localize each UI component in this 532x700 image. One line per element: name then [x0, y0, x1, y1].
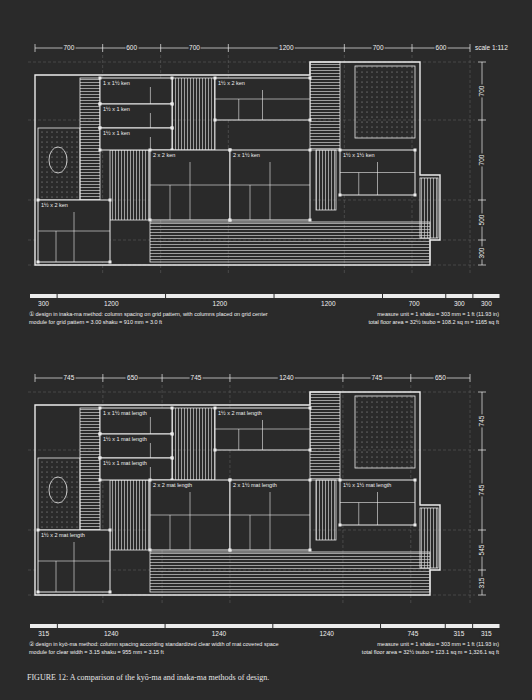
- dimension: 545: [478, 544, 485, 557]
- dimension: 745: [190, 374, 203, 381]
- dimension: 745: [370, 374, 383, 381]
- room-label: 1½ x 1 ken: [102, 130, 131, 136]
- plan-note: ① design in inaka-ma method: column spac…: [28, 311, 269, 317]
- dimension: 315: [478, 576, 485, 589]
- dimension: 600: [125, 44, 138, 51]
- room-label: 1 x 1½ ken: [102, 80, 131, 86]
- dimension: 700: [478, 85, 485, 98]
- plan-note: total floor area = 32½ tsubo = 108.2 sq …: [367, 319, 500, 325]
- dimension: scale 1:112: [474, 44, 509, 51]
- room-label: 1½ x 1½ ken: [342, 152, 376, 158]
- room-label: 1 x 1½ mat length: [102, 410, 148, 416]
- dimension: 1200: [103, 300, 119, 307]
- plan-note: measure unit = 1 shaku = 303 mm = 1 ft (…: [376, 311, 500, 317]
- room-label: 1½ x 2 ken: [217, 80, 246, 86]
- dimension: 700: [62, 44, 75, 51]
- room-label: 1½ x 1½ mat length: [342, 482, 392, 488]
- dimension: 650: [126, 374, 139, 381]
- dimension: 300: [480, 300, 493, 307]
- dimension: 315: [480, 630, 493, 637]
- dimension: 600: [435, 44, 448, 51]
- dimension: 1240: [278, 374, 294, 381]
- dimension: 1200: [212, 300, 228, 307]
- dimension: 700: [372, 44, 385, 51]
- plan-note: module for grid pattern = 3.00 shaku = 9…: [28, 319, 163, 325]
- dimension: 1200: [278, 44, 294, 51]
- plan-note: module for clear width = 3.15 shaku = 95…: [28, 649, 165, 655]
- dimension: 650: [434, 374, 447, 381]
- room-label: 2 x 2 ken: [152, 152, 176, 158]
- dimension: 700: [478, 154, 485, 167]
- dimension: 1240: [103, 630, 119, 637]
- room-label: 1½ x 1 mat length: [102, 436, 148, 442]
- dimension: 700: [188, 44, 201, 51]
- dimension: 500: [478, 214, 485, 227]
- dimension: 700: [408, 300, 421, 307]
- room-label: 1½ x 2 ken: [40, 202, 69, 208]
- plan-note: total floor area = 32½ tsubo = 123.1 sq …: [361, 649, 500, 655]
- dimension: 300: [37, 300, 50, 307]
- figure-caption: FIGURE 12: A comparison of the kyō-ma an…: [26, 674, 270, 683]
- room-label: 1½ x 1 mat length: [102, 460, 148, 466]
- room-label: 1½ x 2 mat length: [40, 532, 86, 538]
- dimension: 745: [478, 415, 485, 428]
- dimension: 1240: [211, 630, 227, 637]
- room-label: 2 x 2 mat length: [152, 482, 193, 488]
- dimension: 300: [453, 300, 466, 307]
- dimension: 315: [37, 630, 50, 637]
- plan-note: ② design in kyō-ma method: column spacin…: [28, 641, 280, 647]
- dimension: 315: [453, 630, 466, 637]
- dimension: 1240: [318, 630, 334, 637]
- dimension: 745: [406, 630, 419, 637]
- room-label: 2 x 1½ mat length: [232, 482, 278, 488]
- plan-note: measure unit = 1 shaku = 303 mm = 1 ft (…: [376, 641, 500, 647]
- room-label: 1½ x 2 mat length: [217, 410, 263, 416]
- dimension: 745: [478, 484, 485, 497]
- room-label: 1½ x 1 ken: [102, 106, 131, 112]
- dimension: 300: [478, 246, 485, 259]
- room-label: 2 x 1½ ken: [232, 152, 261, 158]
- dimension: 745: [62, 374, 75, 381]
- dimension: 1200: [320, 300, 336, 307]
